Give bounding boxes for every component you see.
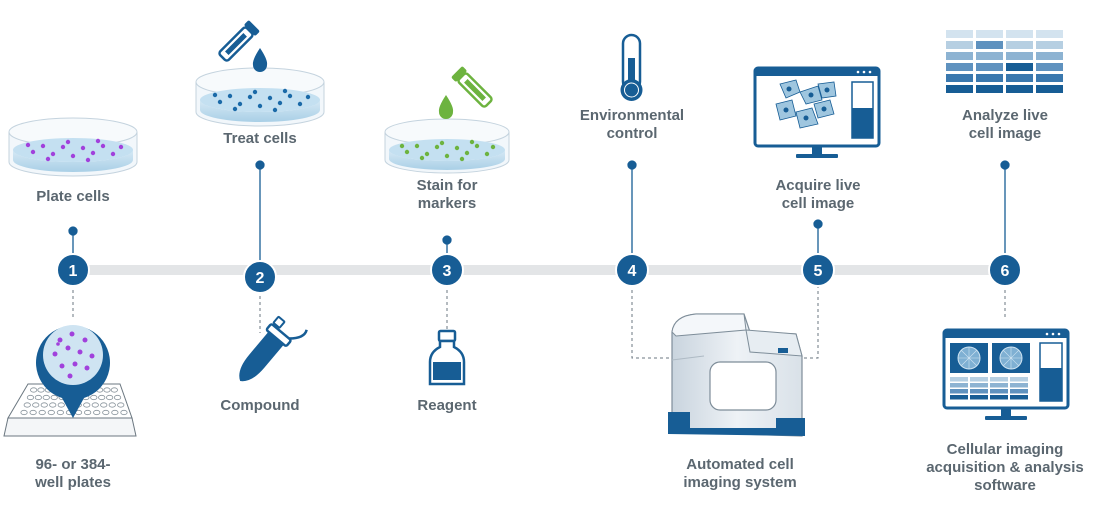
petri-dish-blue-drop-icon	[195, 20, 325, 127]
step-3-sublabel: Reagent	[417, 397, 477, 414]
imaging-system-label: Automated cell imaging system	[683, 456, 797, 491]
well-plate-magnifier-icon	[3, 325, 137, 437]
step-2-label: Treat cells	[223, 130, 297, 147]
step-4-circle: 4	[615, 253, 649, 287]
step-6-number: 6	[1001, 263, 1010, 280]
step-1-circle: 1	[56, 253, 90, 287]
step-3-circle: 3	[430, 253, 464, 287]
step-2-sublabel: Compound	[220, 397, 300, 414]
step-5-circle: 5	[801, 253, 835, 287]
monitor-cells-icon	[753, 66, 881, 158]
step-3-label: Stain for markers	[416, 177, 478, 212]
imaging-instrument-icon	[668, 313, 805, 437]
step-4-number: 4	[628, 263, 637, 280]
reagent-bottle-icon	[428, 329, 466, 386]
step-3-number: 3	[443, 263, 452, 280]
step-circles: 1 2 3 4 5 6	[56, 253, 1022, 294]
step-5-number: 5	[814, 263, 823, 280]
compound-tube-icon	[239, 316, 308, 382]
timeline-bar	[72, 265, 1012, 275]
step-6-circle: 6	[988, 253, 1022, 287]
step-1-label: Plate cells	[36, 188, 110, 205]
step-2-circle: 2	[243, 260, 277, 294]
step-2-number: 2	[256, 270, 265, 287]
step-6-label: Analyze live cell image	[962, 107, 1048, 142]
bottom-connectors	[72, 284, 1006, 359]
petri-dish-green-drop-icon	[384, 66, 510, 174]
step-1-sublabel: 96- or 384- well plates	[35, 456, 111, 491]
petri-dish-purple-cells-icon	[8, 117, 138, 177]
software-monitor-icon	[942, 328, 1070, 420]
step-4-label: Environmental control	[579, 107, 685, 142]
data-grid-icon	[946, 30, 1063, 93]
thermometer-icon	[620, 33, 643, 101]
top-connectors	[68, 160, 1010, 265]
step-5-label: Acquire live cell image	[775, 177, 861, 212]
step-1-number: 1	[69, 263, 78, 280]
step-6-sublabel: Cellular imaging acquisition & analysis …	[926, 441, 1084, 494]
